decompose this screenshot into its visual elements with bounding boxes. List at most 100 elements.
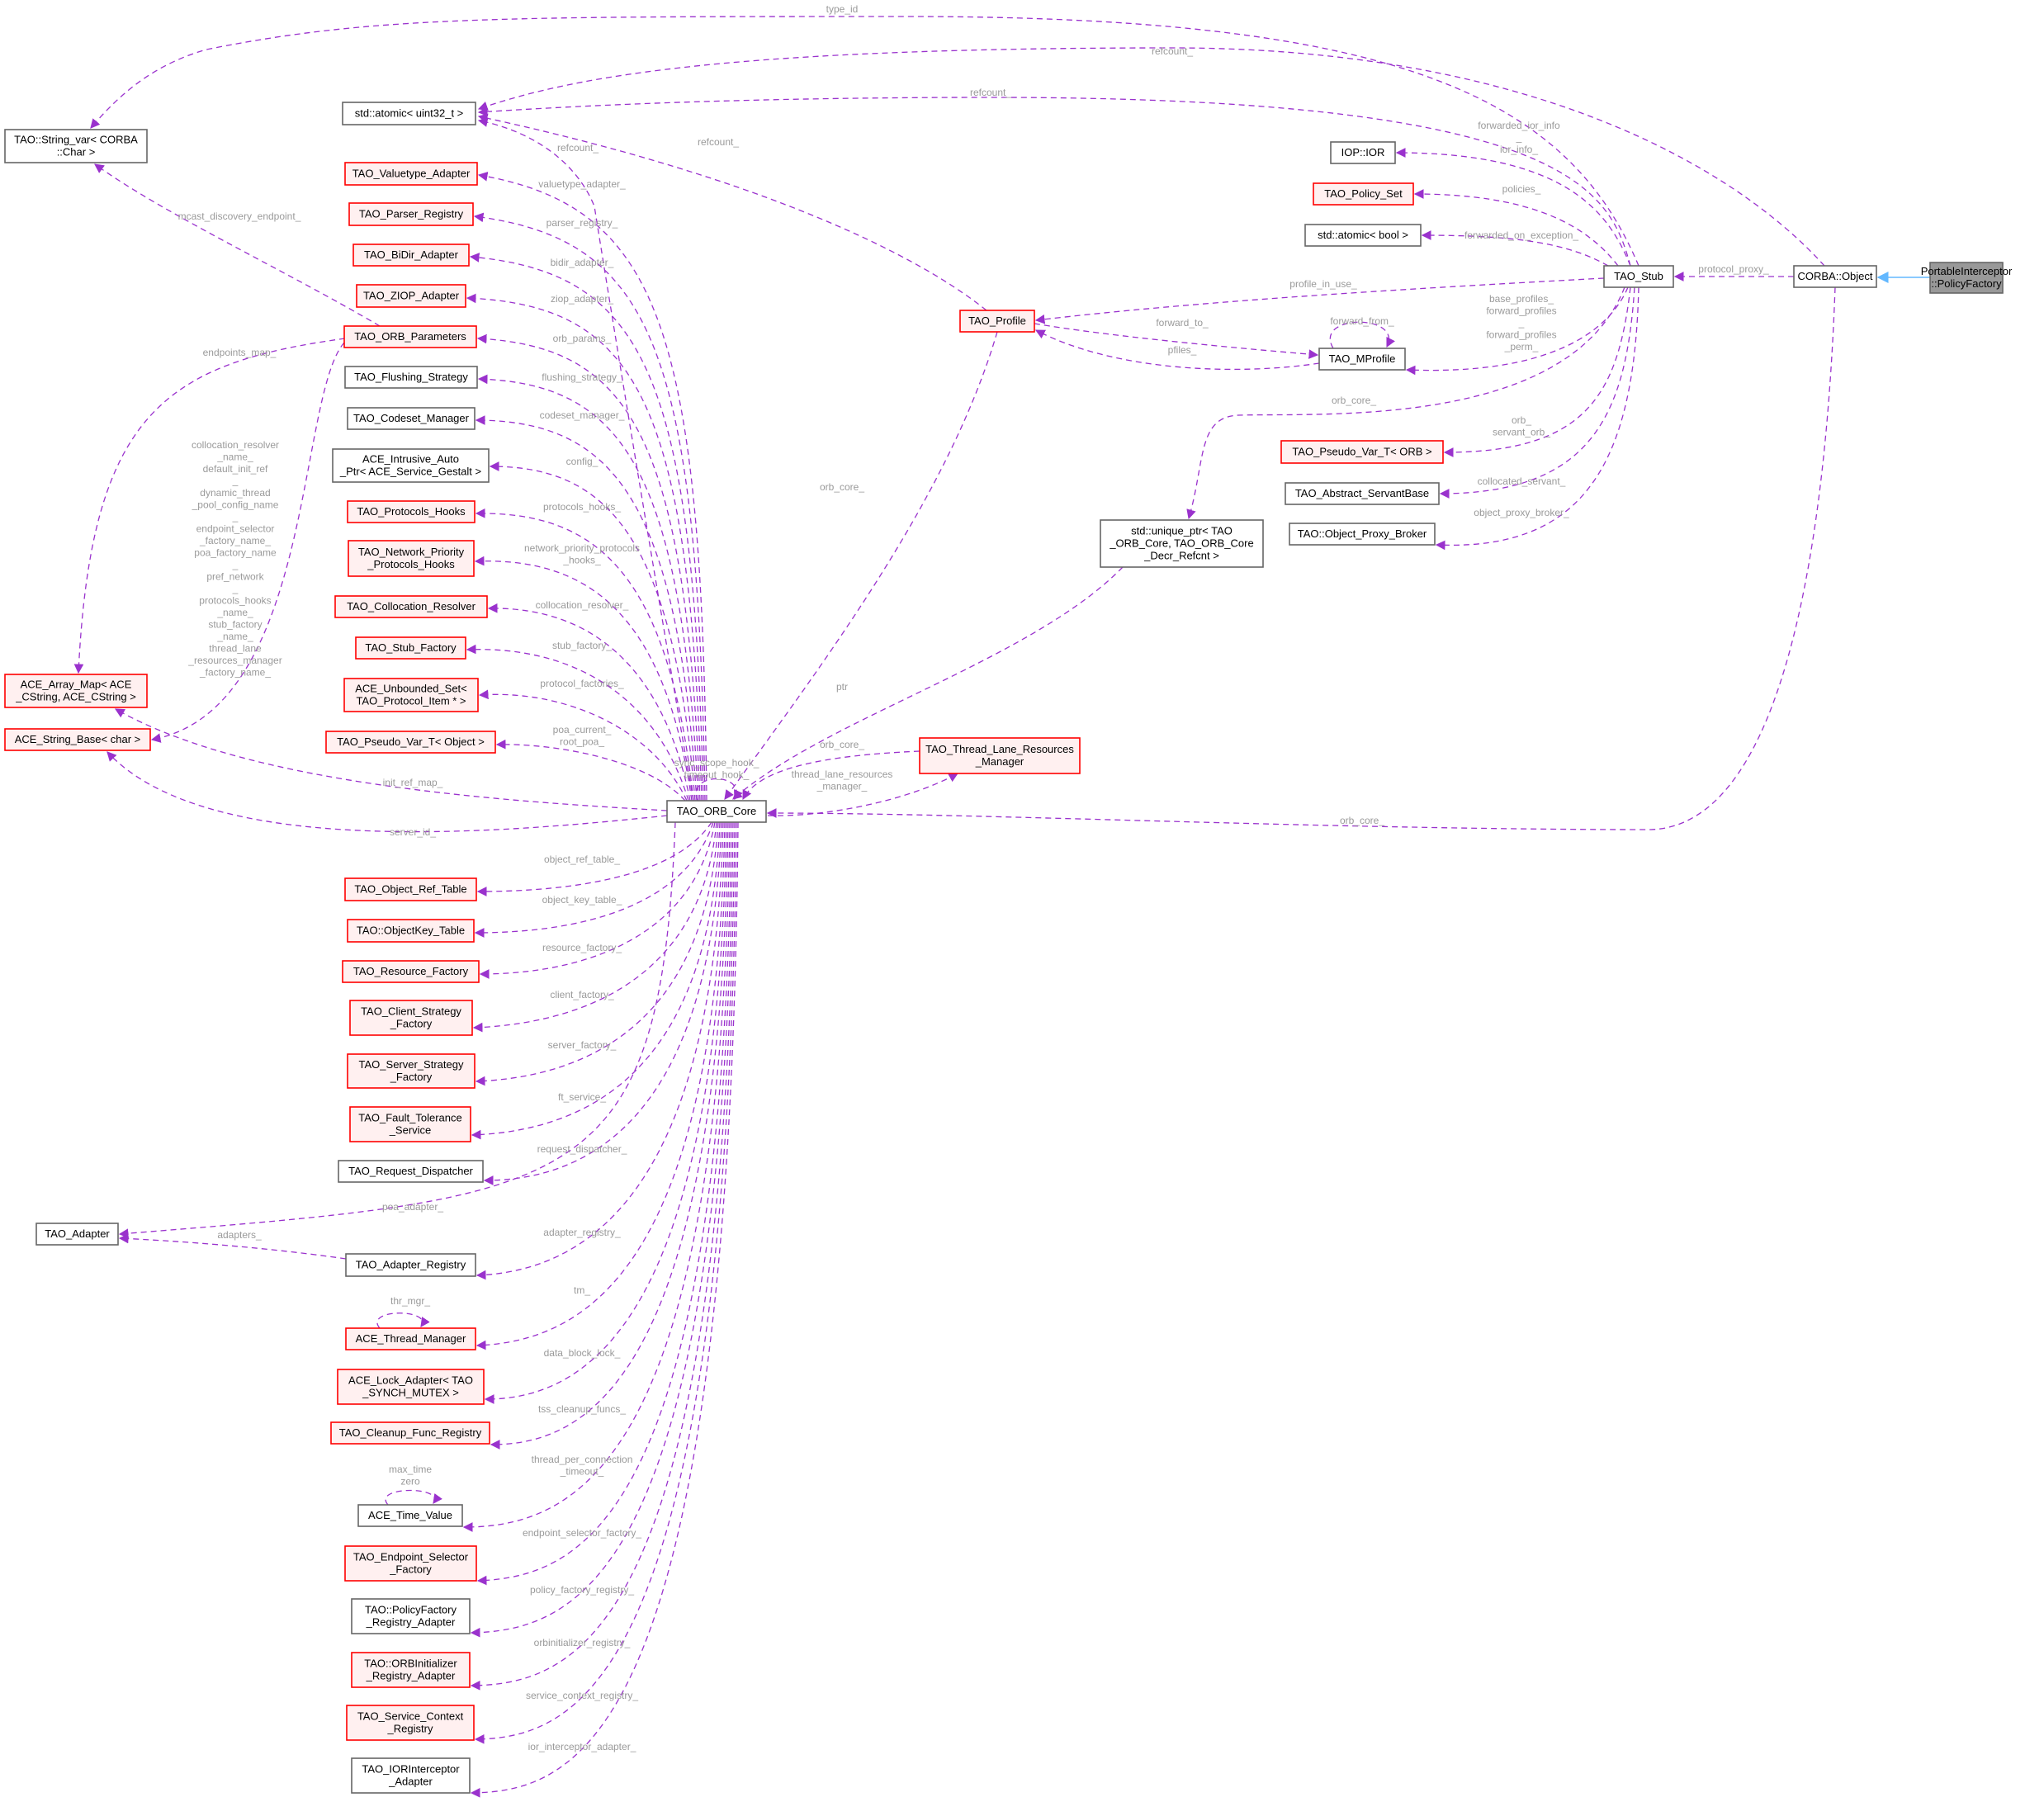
edge-orb_core-to-obj_ref_table [476, 821, 712, 896]
class-node-thread-lane[interactable]: TAO_Thread_Lane_Resources_Manager [919, 737, 1081, 774]
edge-label-line: object_ref_table_ [544, 854, 620, 865]
class-node-ziop[interactable]: TAO_ZIOP_Adapter [356, 284, 466, 308]
class-node-ior-interceptor[interactable]: TAO_IORInterceptor_Adapter [351, 1757, 471, 1794]
class-node-unbounded-set[interactable]: ACE_Unbounded_Set<TAO_Protocol_Item * > [343, 678, 479, 712]
class-node-colloc-resolver[interactable]: TAO_Collocation_Resolver [334, 595, 488, 618]
edge-orb_core-to-orb_core [695, 778, 743, 802]
class-node-policy-set[interactable]: TAO_Policy_Set [1313, 182, 1414, 206]
edge-label: ft_service_ [558, 1091, 606, 1103]
node-label-line: std::atomic< bool > [1318, 229, 1408, 241]
class-node-service-context[interactable]: TAO_Service_Context_Registry [346, 1705, 475, 1741]
class-node-pseudo-orb[interactable]: TAO_Pseudo_Var_T< ORB > [1280, 440, 1444, 464]
class-node-unique-ptr[interactable]: std::unique_ptr< TAO_ORB_Core, TAO_ORB_C… [1100, 519, 1264, 568]
edge-label-line: forwarded_ior_info [1478, 120, 1560, 131]
node-label: TAO_Client_Strategy_Factory [361, 1005, 461, 1030]
node-label: ACE_Intrusive_Auto_Ptr< ACE_Service_Gest… [339, 453, 481, 478]
edge-label: type_id [826, 3, 859, 15]
class-node-policy-factory-reg[interactable]: TAO::PolicyFactory_Registry_Adapter [351, 1598, 471, 1634]
class-node-client-strategy[interactable]: TAO_Client_Strategy_Factory [349, 1000, 473, 1036]
edge-mprofile-to-mprofile [1329, 321, 1395, 349]
edge-label: valuetype_adapter_ [538, 178, 626, 190]
class-node-pseudo-object[interactable]: TAO_Pseudo_Var_T< Object > [325, 731, 496, 754]
edge-label: poa_current_root_poa_ [553, 724, 612, 748]
edge-orb_core-to-bidir [469, 253, 704, 802]
node-label-line: _Manager [975, 755, 1024, 768]
class-node-fault-tolerance[interactable]: TAO_Fault_Tolerance_Service [349, 1106, 471, 1142]
class-node-atomic-bool[interactable]: std::atomic< bool > [1304, 224, 1422, 247]
edge-label-line: bidir_adapter_ [551, 257, 614, 268]
class-node-intrusive[interactable]: ACE_Intrusive_Auto_Ptr< ACE_Service_Gest… [332, 448, 490, 483]
class-node-adapter-registry[interactable]: TAO_Adapter_Registry [345, 1253, 476, 1277]
class-node-orb-params[interactable]: TAO_ORB_Parameters [343, 325, 477, 348]
edge-label-line: _name_ [216, 631, 253, 642]
class-node-valuetype[interactable]: TAO_Valuetype_Adapter [344, 162, 478, 186]
edge-label-line: collocated_servant_ [1478, 475, 1566, 487]
edge-orb_core-to-client_strategy [472, 821, 717, 1033]
node-label-line: _Adapter [388, 1776, 433, 1788]
node-label-line: TAO_IORInterceptor [362, 1763, 460, 1776]
class-node-bidir[interactable]: TAO_BiDir_Adapter [352, 244, 470, 267]
node-box [4, 674, 148, 708]
edge-label-line: service_context_registry_ [526, 1690, 638, 1701]
edge-label: data_block_lock_ [544, 1347, 621, 1359]
class-node-stub-factory[interactable]: TAO_Stub_Factory [355, 636, 466, 660]
class-node-lock-adapter[interactable]: ACE_Lock_Adapter< TAO_SYNCH_MUTEX > [337, 1369, 485, 1405]
node-label: TAO_MProfile [1329, 352, 1396, 365]
class-node-cleanup-func[interactable]: TAO_Cleanup_Func_Registry [330, 1421, 490, 1445]
edge-corba_object-to-orb_core [766, 286, 1836, 830]
edge-label: forwarded_ior_info_ior_info_ [1478, 120, 1560, 155]
class-node-tao-profile[interactable]: TAO_Profile [959, 310, 1035, 333]
class-node-policy-factory[interactable]: PortableInterceptor::PolicyFactory [1921, 262, 2013, 294]
class-node-orbinit-reg[interactable]: TAO::ORBInitializer_Registry_Adapter [351, 1652, 471, 1688]
class-node-thread-manager[interactable]: ACE_Thread_Manager [345, 1327, 476, 1350]
class-node-objkey-table[interactable]: TAO::ObjectKey_Table [347, 919, 475, 943]
node-label: TAO_Network_Priority_Protocols_Hooks [358, 546, 465, 570]
class-node-corba-object[interactable]: CORBA::Object [1793, 265, 1877, 288]
class-node-string-var[interactable]: TAO::String_var< CORBA::Char > [4, 129, 148, 163]
node-label: TAO_Adapter [45, 1227, 110, 1240]
class-node-request-dispatcher[interactable]: TAO_Request_Dispatcher [338, 1160, 484, 1183]
edge-label: ptr [836, 681, 848, 693]
edge-label-line: _factory_name_ [199, 667, 271, 679]
class-node-proxy-broker[interactable]: TAO::Object_Proxy_Broker [1289, 523, 1436, 546]
node-box [352, 244, 470, 267]
node-label: TAO_ORB_Core [677, 805, 757, 817]
class-node-abstract-servant[interactable]: TAO_Abstract_ServantBase [1285, 482, 1440, 505]
node-box [342, 102, 476, 125]
class-node-parser-reg[interactable]: TAO_Parser_Registry [348, 202, 474, 226]
class-node-iop-ior[interactable]: IOP::IOR [1330, 141, 1396, 164]
class-node-server-strategy[interactable]: TAO_Server_Strategy_Factory [347, 1053, 476, 1089]
class-node-net-priority[interactable]: TAO_Network_Priority_Protocols_Hooks [348, 540, 475, 577]
edge-label-line: timeout_hook_ [684, 769, 750, 781]
node-label: TAO::PolicyFactory_Registry_Adapter [365, 1604, 457, 1629]
class-node-protocols-hooks[interactable]: TAO_Protocols_Hooks [347, 500, 476, 523]
class-node-obj-ref-table[interactable]: TAO_Object_Ref_Table [344, 877, 477, 901]
edge-label: orb_core_ [820, 739, 864, 750]
node-label: TAO_IORInterceptor_Adapter [362, 1763, 460, 1788]
edge-label-line: sync_scope_hook_ [674, 757, 759, 769]
edge-label: object_proxy_broker_ [1474, 507, 1569, 518]
node-label: TAO_Request_Dispatcher [348, 1165, 473, 1177]
class-node-flushing[interactable]: TAO_Flushing_Strategy [344, 366, 478, 389]
class-node-time-value[interactable]: ACE_Time_Value [357, 1504, 463, 1527]
class-node-orb-core[interactable]: TAO_ORB_Core [666, 800, 767, 823]
class-node-endpoint-selector[interactable]: TAO_Endpoint_Selector_Factory [344, 1545, 477, 1582]
class-node-resource-factory[interactable]: TAO_Resource_Factory [342, 960, 480, 983]
node-label: TAO_Cleanup_Func_Registry [339, 1426, 482, 1439]
node-label-line: TAO_Resource_Factory [353, 965, 469, 977]
class-node-tao-adapter[interactable]: TAO_Adapter [35, 1223, 119, 1246]
class-node-mprofile[interactable]: TAO_MProfile [1318, 348, 1406, 371]
node-label-line: ::PolicyFactory [1931, 277, 2002, 290]
edge-label-line: adapter_registry_ [543, 1227, 621, 1238]
edge-label: mcast_discovery_endpoint_ [178, 210, 301, 222]
node-label: TAO_ZIOP_Adapter [363, 290, 460, 302]
node-label-line: TAO::ObjectKey_Table [357, 925, 465, 937]
edge-label-line: collocation_resolver [192, 439, 279, 451]
class-node-string-base[interactable]: ACE_String_Base< char > [4, 728, 151, 751]
class-node-codeset[interactable]: TAO_Codeset_Manager [347, 407, 476, 430]
node-label-line: TAO_Parser_Registry [359, 208, 464, 220]
edge-label: policies_ [1502, 183, 1541, 195]
class-node-tao-stub[interactable]: TAO_Stub [1603, 265, 1674, 288]
class-node-array-map[interactable]: ACE_Array_Map< ACE_CString, ACE_CString … [4, 674, 148, 708]
class-node-atomic-u32[interactable]: std::atomic< uint32_t > [342, 102, 476, 125]
